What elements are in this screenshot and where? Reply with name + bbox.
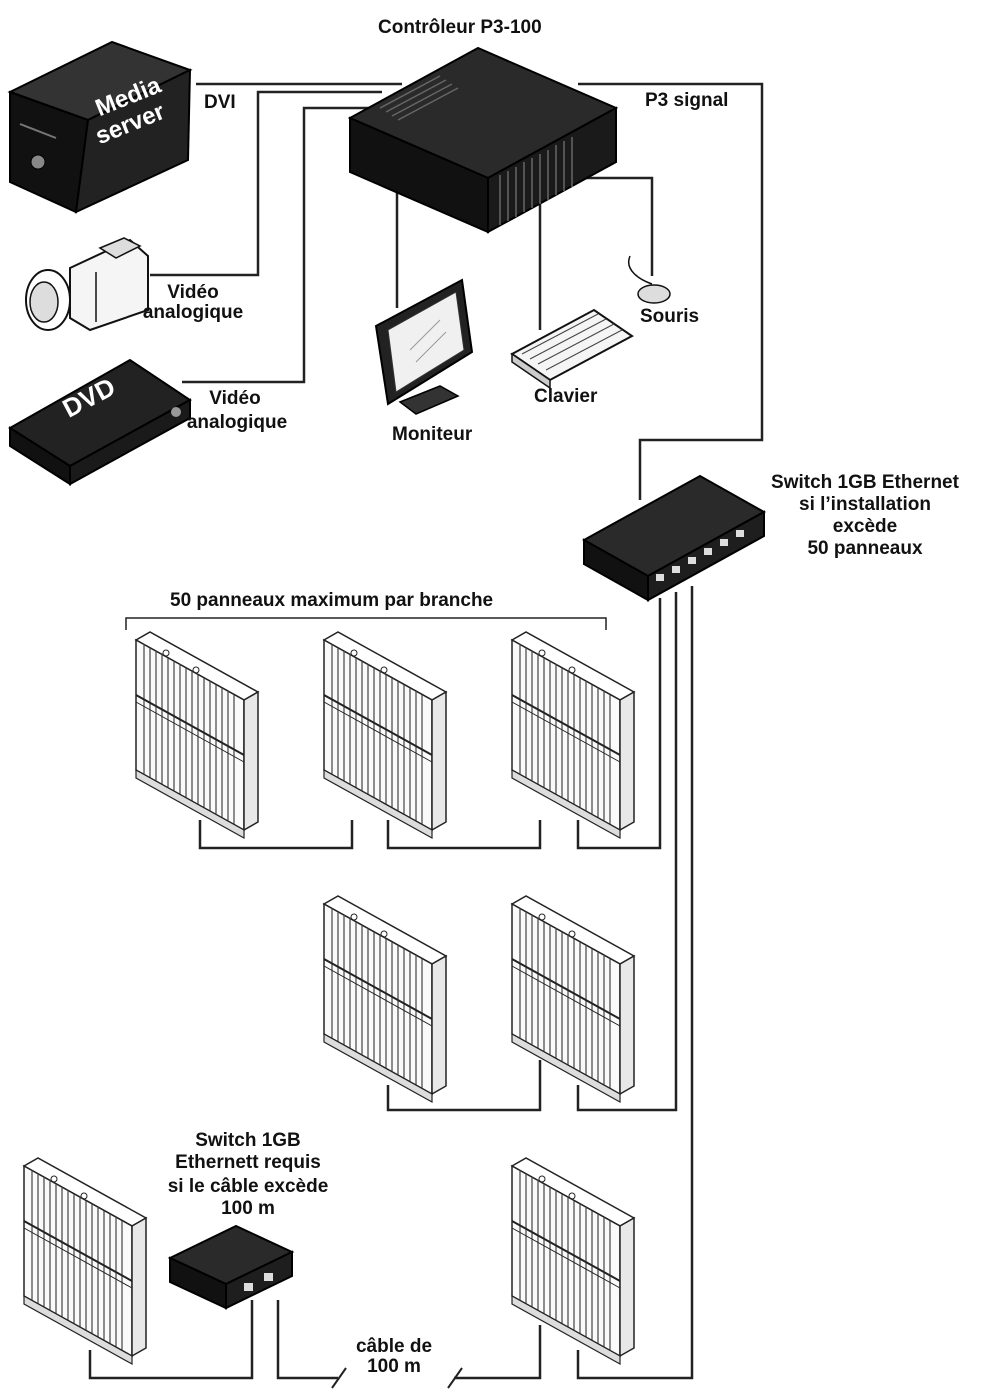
mouse-label: Souris: [640, 306, 700, 327]
controller-label: Contrôleur P3-100: [378, 17, 542, 38]
small-switch-label-2: Ethernett requis: [175, 1152, 321, 1173]
small-ethernet-switch: [167, 1224, 295, 1310]
small-switch-label-4: 100 m: [221, 1198, 275, 1219]
video-camera-label-2: analogique: [142, 302, 244, 323]
video-dvd-label-1: Vidéo: [209, 388, 261, 409]
led-panel: [511, 631, 635, 839]
main-ethernet-switch: [581, 474, 767, 602]
camera-device: [25, 237, 149, 332]
led-panel: [323, 895, 447, 1103]
small-switch-label-1: Switch 1GB: [195, 1130, 301, 1151]
dvi-label: DVI: [204, 92, 236, 113]
monitor-device: [374, 278, 474, 415]
main-switch-label-1: Switch 1GB Ethernet: [771, 472, 959, 493]
branch-limit-label: 50 panneaux maximum par branche: [170, 590, 494, 611]
led-panel: [135, 631, 259, 839]
keyboard-device: [510, 308, 634, 390]
connection-lines: [88, 82, 764, 1389]
controller-device: [347, 46, 619, 234]
dvd-device: [8, 358, 192, 486]
p3-signal-label: P3 signal: [645, 90, 729, 111]
monitor-label: Moniteur: [392, 424, 473, 445]
main-switch-label-4: 50 panneaux: [807, 538, 923, 559]
led-panels: [23, 631, 635, 1365]
mouse-device: [627, 255, 671, 304]
cable-label-2: 100 m: [367, 1356, 421, 1377]
main-switch-label-2: si l’installation: [799, 494, 931, 515]
cable-label-1: câble de: [355, 1336, 433, 1357]
small-switch-label-3: si le câble excède: [167, 1176, 329, 1197]
led-panel: [511, 1157, 635, 1365]
led-panel: [511, 895, 635, 1103]
video-camera-label-1: Vidéo: [167, 282, 219, 303]
main-switch-label-3: excède: [832, 516, 898, 537]
led-panel: [323, 631, 447, 839]
keyboard-label: Clavier: [534, 386, 598, 407]
media-server-device: [7, 40, 193, 214]
video-dvd-label-2: analogique: [186, 412, 288, 433]
